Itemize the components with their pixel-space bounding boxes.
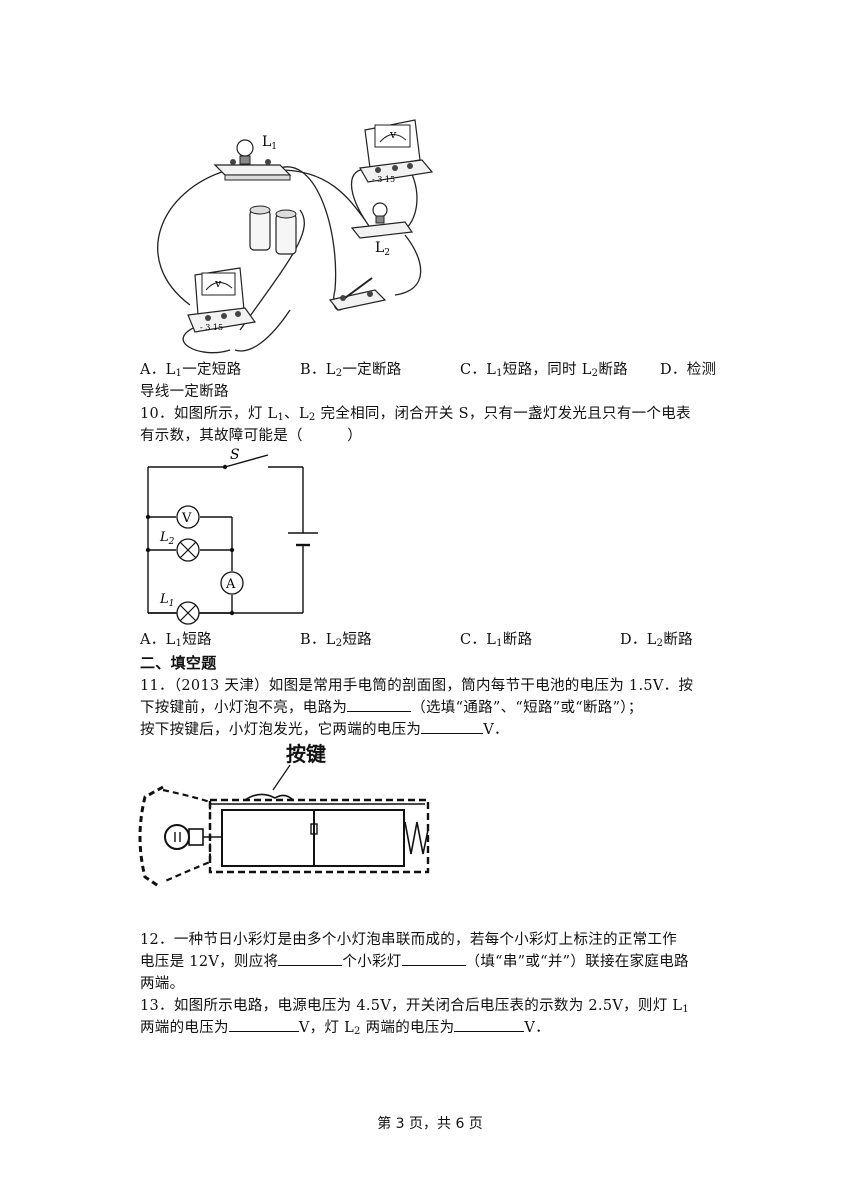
q9-option-d[interactable]: D．检测 xyxy=(660,362,717,378)
battery-cells xyxy=(249,205,297,255)
q10-voltmeter-icon xyxy=(176,505,200,529)
q9-vm-bottom-symbol: v xyxy=(214,277,222,290)
q10-option-c[interactable]: C．L1断路 xyxy=(460,632,533,649)
q10-option-a[interactable]: A．L1短路 xyxy=(140,632,212,649)
section-title: 二、填空题 xyxy=(140,654,217,672)
voltmeter-top xyxy=(359,119,434,183)
q13-stem-line1: 13．如图所示电路，电源电压为 4.5V，开关闭合后电压表的示数为 2.5V，则… xyxy=(140,998,690,1015)
q9-circuit-figure: L1 v - 3 15 L2 v - 3 15 xyxy=(157,119,434,354)
q9-vm-bottom-terminals: - 3 15 xyxy=(200,323,223,332)
q9-l2-label: L2 xyxy=(375,240,390,258)
q13-blank-1[interactable] xyxy=(228,1017,299,1032)
q12-stem-line2: 电压是 12V，则应将个小彩灯（填“串”或“并”）联接在家庭电路 xyxy=(140,951,689,973)
q11-stem-line2: 下按键前，小灯泡不亮，电路为（选填“通路”、“短路”或“断路”）； xyxy=(140,697,643,719)
page-footer: 第 3 页，共 6 页 xyxy=(377,1116,483,1132)
lamp-l1 xyxy=(213,139,292,181)
q10-lamp-l1-icon xyxy=(176,601,200,625)
q13-blank-2[interactable] xyxy=(454,1017,525,1032)
q12-stem-line1: 12．一种节日小彩灯是由多个小灯泡串联而成的，若每个小彩灯上标注的正常工作 xyxy=(140,932,678,948)
q12-blank-1[interactable] xyxy=(278,951,343,966)
q10-switch-label: S xyxy=(230,447,240,463)
q9-vm-top-terminals: - 3 15 xyxy=(372,175,395,184)
q10-voltmeter-label: V xyxy=(181,511,192,526)
voltmeter-bottom xyxy=(187,267,257,333)
q11-blank-2[interactable] xyxy=(421,719,484,734)
q11-stem-line1: 11．（2013 天津）如图是常用手电筒的剖面图，筒内每节干电池的电压为 1.5… xyxy=(140,678,694,694)
lamp-l2 xyxy=(350,202,414,239)
q10-lamp-l2-icon xyxy=(176,538,200,562)
q11-flashlight-figure xyxy=(138,764,430,889)
q10-l1-label: L1 xyxy=(159,592,174,609)
q9-option-b[interactable]: B．L2一定断路 xyxy=(300,362,402,379)
q10-circuit-figure: V L2 A L1 S xyxy=(145,447,318,625)
switch xyxy=(328,277,387,311)
q11-figure-label: 按键 xyxy=(286,742,326,766)
q10-stem-line1: 10．如图所示，灯 L1、L2 完全相同，闭合开关 S，只有一盏灯发光且只有一个… xyxy=(140,406,691,423)
q9-vm-top-symbol: v xyxy=(389,128,397,141)
q10-option-d[interactable]: D．L2断路 xyxy=(620,632,693,649)
q10-stem-line2: 有示数，其故障可能是（ ） xyxy=(140,428,362,444)
q9-option-d-cont: 导线一定断路 xyxy=(140,384,229,400)
q10-ammeter-icon xyxy=(220,571,244,595)
q11-blank-1[interactable] xyxy=(347,697,412,712)
q9-l1-label: L1 xyxy=(262,134,277,152)
q10-ammeter-label: A xyxy=(225,577,236,592)
q10-l2-label: L2 xyxy=(159,530,175,547)
q9-option-a[interactable]: A．L1一定短路 xyxy=(140,362,242,379)
q10-option-b[interactable]: B．L2短路 xyxy=(300,632,372,649)
q9-option-c[interactable]: C．L1短路，同时 L2断路 xyxy=(460,362,628,379)
q12-stem-line3: 两端。 xyxy=(140,976,185,992)
q12-blank-2[interactable] xyxy=(401,951,466,966)
